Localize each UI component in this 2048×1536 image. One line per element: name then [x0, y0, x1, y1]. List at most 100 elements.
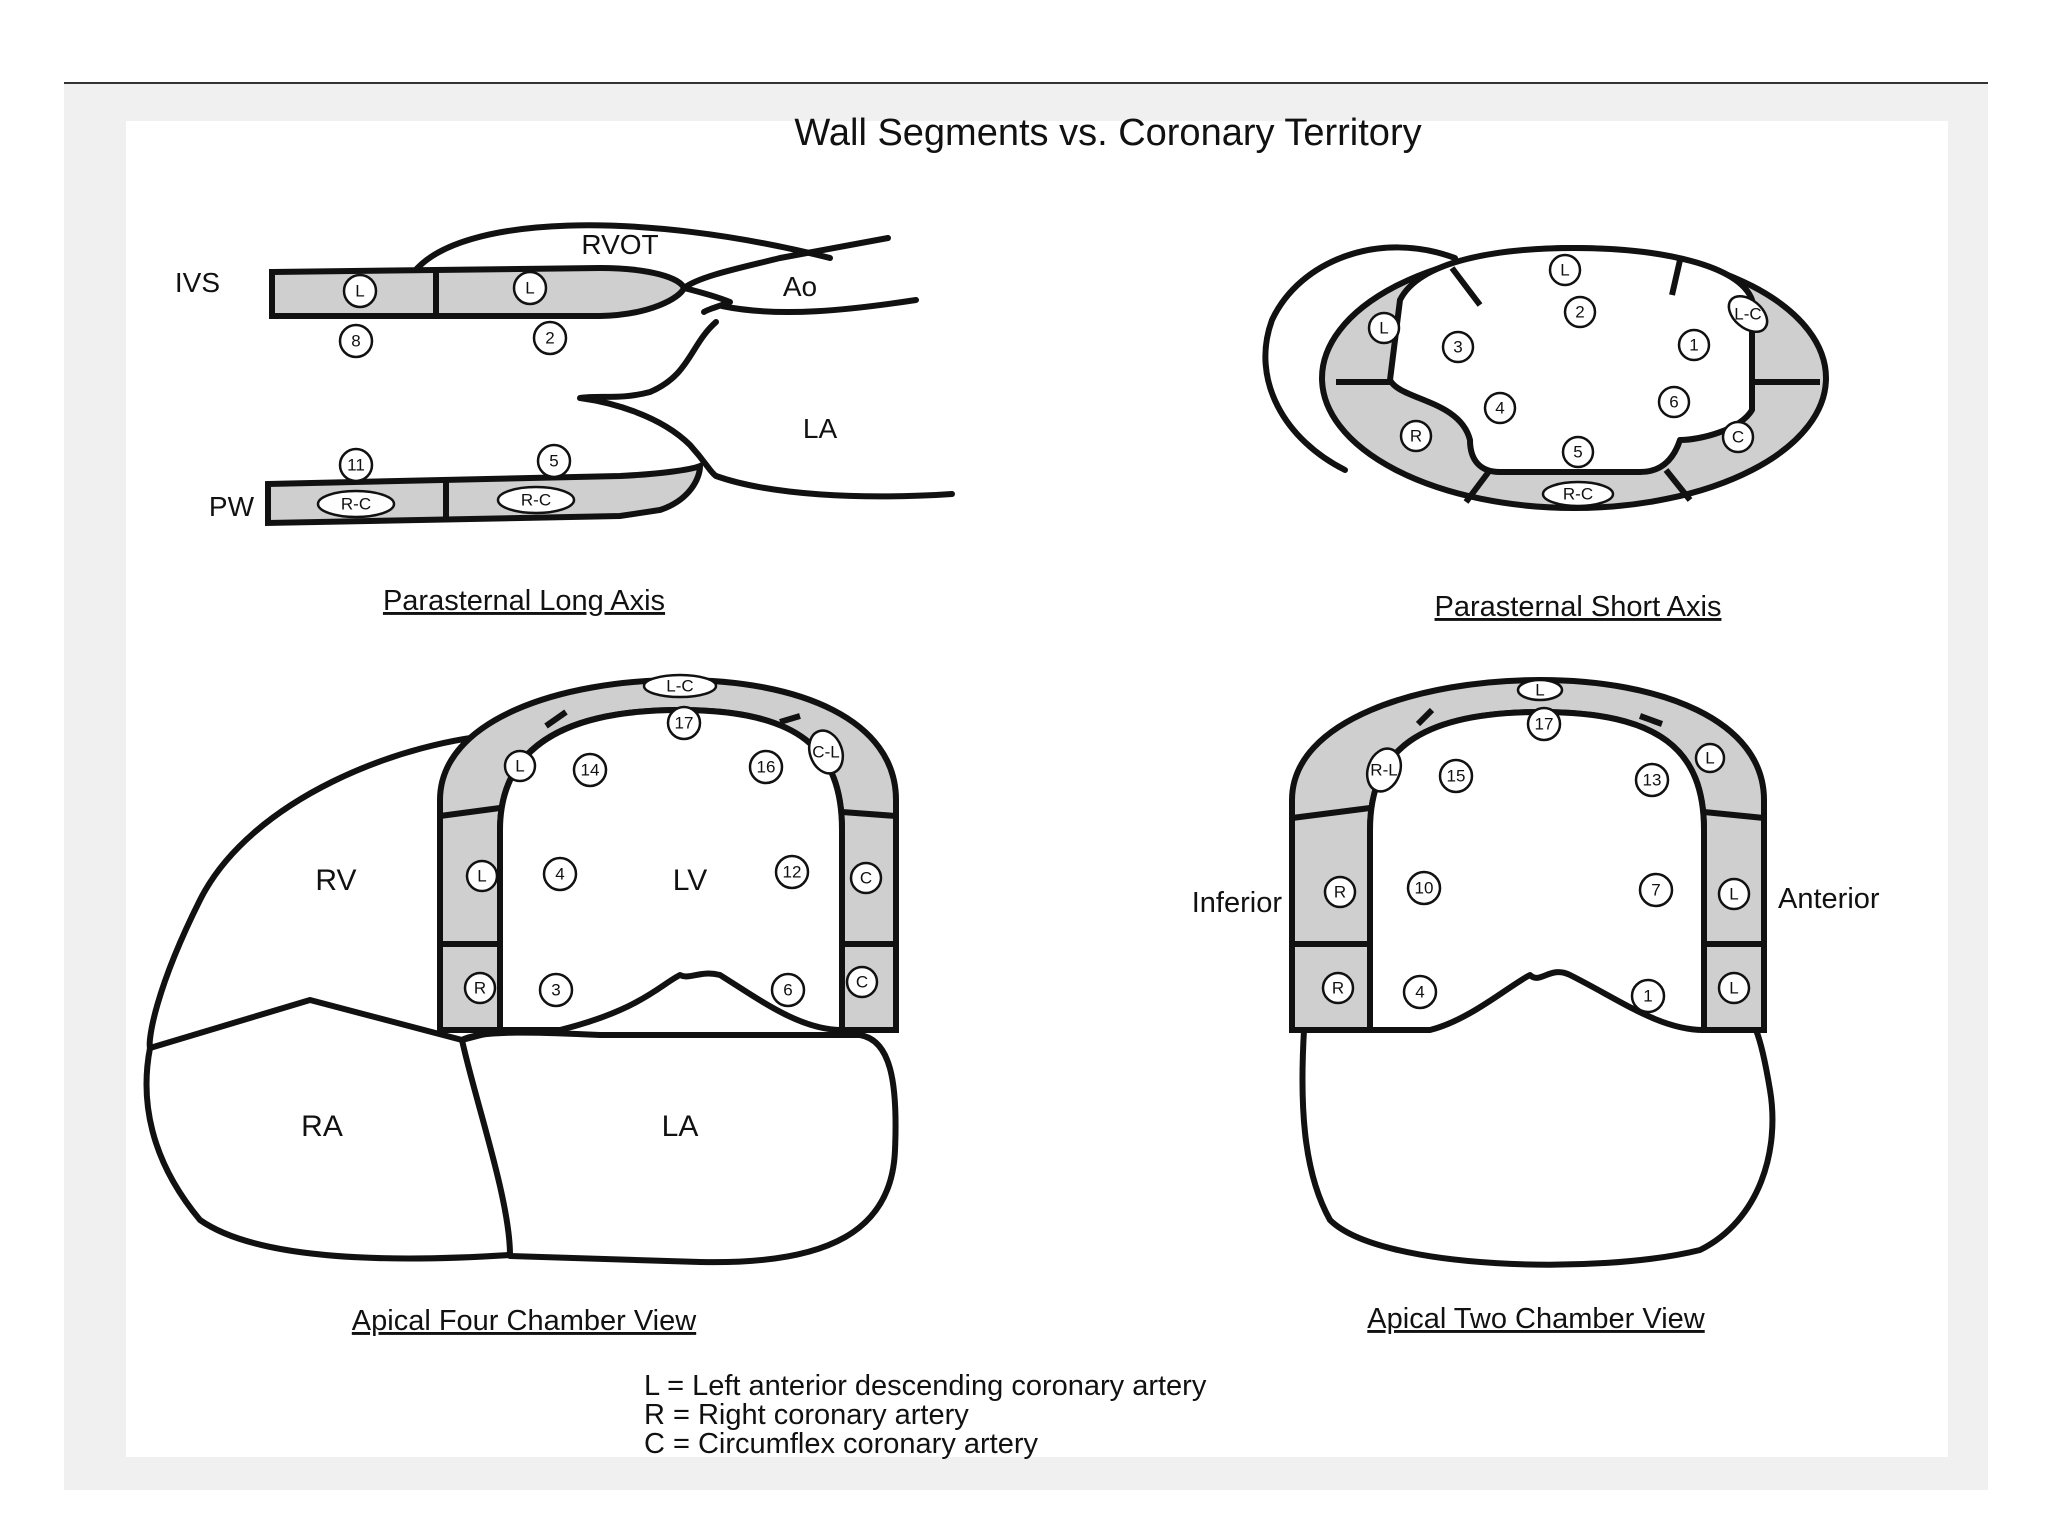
segment-divider	[1463, 468, 1493, 504]
segment-divider	[1663, 468, 1693, 502]
svg-text:L: L	[477, 867, 486, 886]
territory-marker: C	[849, 861, 883, 895]
svg-text:L: L	[1535, 681, 1544, 700]
inferior-label: Inferior	[1192, 887, 1283, 919]
svg-text:R: R	[1410, 427, 1422, 446]
svg-text:L: L	[1379, 319, 1388, 338]
svg-text:R: R	[474, 979, 486, 998]
segment-number: 14	[572, 752, 608, 788]
legend-line: C = Circumflex coronary artery	[644, 1428, 1039, 1460]
svg-text:3: 3	[551, 981, 560, 1000]
territory-marker: L-C	[1727, 295, 1769, 333]
la-outline	[1299, 1027, 1776, 1268]
svg-text:5: 5	[1573, 443, 1582, 462]
svg-text:3: 3	[1453, 338, 1462, 357]
parasternal-long-axis-diagram: IVS PW RVOT Ao LA L L 8 2 11 5 R-C R-C P…	[175, 222, 955, 617]
segment-number: 2	[1563, 295, 1597, 329]
ivs-label: IVS	[175, 267, 220, 298]
apical-two-chamber-diagram: Inferior Anterior L 17 R-L 15 13 L R 10 …	[1192, 676, 1880, 1335]
territory-marker: L	[1516, 678, 1564, 702]
segment-number: 5	[1561, 435, 1595, 469]
segment-divider	[1415, 707, 1435, 727]
svg-text:13: 13	[1643, 771, 1662, 790]
segment-divider	[1638, 713, 1664, 727]
ra-outline	[143, 1025, 513, 1262]
territory-marker: R	[1323, 875, 1357, 909]
svg-text:R-C: R-C	[1563, 485, 1593, 504]
territory-marker: L	[1717, 971, 1751, 1005]
figure-title: Wall Segments vs. Coronary Territory	[794, 112, 1421, 154]
svg-text:4: 4	[555, 865, 564, 884]
segment-divider	[439, 805, 501, 819]
svg-text:R-C: R-C	[521, 491, 551, 510]
svg-text:14: 14	[581, 761, 600, 780]
parasternal-short-axis-diagram: L L L-C R C R-C 3 2 1 4 6 5 Parasternal …	[1262, 244, 1829, 623]
rv-outline	[1262, 244, 1458, 473]
svg-text:R-C: R-C	[341, 495, 371, 514]
segment-number: 10	[1406, 870, 1442, 906]
ao-label: Ao	[783, 271, 817, 302]
segment-divider	[1291, 805, 1371, 821]
svg-text:L: L	[1729, 885, 1738, 904]
ra-label: RA	[301, 1110, 343, 1143]
territory-marker: L	[1694, 742, 1726, 774]
svg-text:7: 7	[1651, 881, 1660, 900]
svg-text:11: 11	[347, 456, 365, 475]
pw-label: PW	[209, 491, 255, 522]
lv-label: LV	[673, 864, 707, 897]
segment-number: 17	[1526, 706, 1562, 742]
rv-outline	[146, 731, 511, 1051]
svg-text:L: L	[515, 757, 524, 776]
psax-caption: Parasternal Short Axis	[1435, 591, 1722, 623]
territory-marker: R-L	[1365, 747, 1403, 793]
territory-marker: L	[1548, 253, 1582, 287]
svg-text:12: 12	[783, 863, 802, 882]
svg-text:L-C: L-C	[666, 677, 693, 696]
segment-number: 3	[1441, 330, 1475, 364]
segment-divider	[544, 709, 568, 729]
svg-text:L: L	[1560, 261, 1569, 280]
segment-number: 5	[536, 443, 572, 479]
segment-number: 4	[1483, 391, 1517, 425]
svg-text:L: L	[1729, 979, 1738, 998]
territory-marker: L	[465, 859, 499, 893]
segment-divider	[779, 713, 801, 725]
la-label: LA	[803, 413, 838, 444]
segment-number: 1	[1677, 328, 1711, 362]
svg-text:17: 17	[1535, 715, 1554, 734]
segment-number: 2	[532, 320, 568, 356]
svg-text:10: 10	[1415, 879, 1434, 898]
svg-text:16: 16	[757, 758, 776, 777]
segment-divider	[1669, 259, 1683, 296]
svg-text:L: L	[1705, 749, 1714, 768]
segment-number: 3	[538, 972, 574, 1008]
svg-text:L: L	[525, 279, 534, 298]
segment-number: 6	[1657, 385, 1691, 419]
territory-marker: R-C	[496, 485, 576, 515]
territory-marker: R-C	[316, 489, 396, 519]
territory-marker: C-L	[807, 729, 845, 775]
svg-text:5: 5	[549, 452, 558, 471]
svg-text:L: L	[355, 282, 364, 301]
svg-text:1: 1	[1643, 987, 1652, 1006]
territory-marker: L	[1717, 877, 1751, 911]
svg-text:4: 4	[1415, 983, 1424, 1002]
svg-text:6: 6	[783, 981, 792, 1000]
svg-text:4: 4	[1495, 399, 1504, 418]
territory-marker: L	[503, 749, 537, 783]
territory-marker: R-C	[1541, 480, 1615, 508]
svg-text:1: 1	[1689, 336, 1698, 355]
la-posterior-wall	[713, 473, 955, 500]
segment-divider	[841, 809, 897, 819]
svg-text:C-L: C-L	[812, 743, 839, 762]
svg-text:17: 17	[675, 714, 694, 733]
lv-cavity	[497, 707, 845, 1033]
svg-text:2: 2	[1575, 303, 1584, 322]
segment-number: 16	[748, 749, 784, 785]
apical-four-chamber-diagram: RV LV RA LA L-C 17 L 14 16 C-L L 4 12 C …	[143, 673, 899, 1337]
segment-number: 4	[542, 856, 578, 892]
segment-number: 11	[338, 447, 374, 483]
legend-line: L = Left anterior descending coronary ar…	[644, 1370, 1207, 1402]
anterior-label: Anterior	[1778, 883, 1880, 915]
